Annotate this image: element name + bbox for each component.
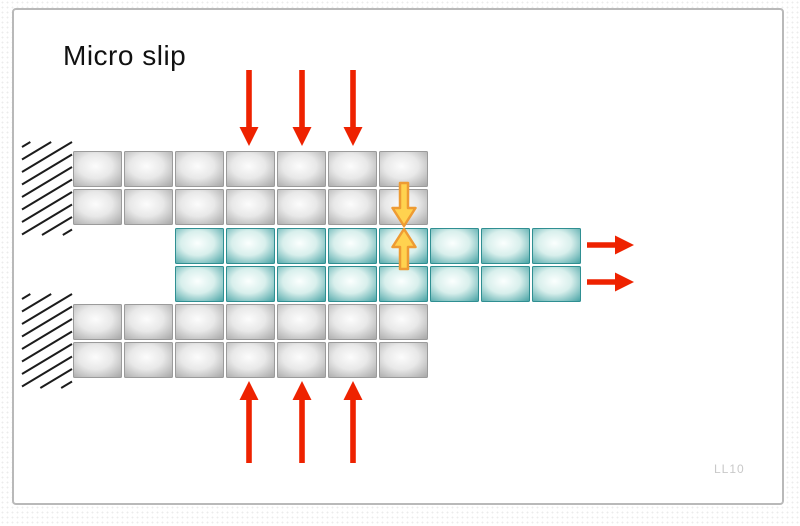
gray-cell bbox=[124, 304, 173, 340]
teal-cell bbox=[175, 228, 224, 264]
hatch-line bbox=[21, 153, 73, 186]
gray-cell bbox=[226, 304, 275, 340]
teal-cell bbox=[532, 228, 581, 264]
teal-cell bbox=[226, 266, 275, 302]
gray-cell bbox=[73, 342, 122, 378]
gray-cell bbox=[379, 342, 428, 378]
gray-cell bbox=[73, 189, 122, 225]
slide-number: LL10 bbox=[714, 462, 745, 476]
hatch-line bbox=[21, 305, 73, 338]
gray-cell bbox=[328, 151, 377, 187]
normal-force-arrow-down bbox=[343, 70, 363, 146]
hatch-line bbox=[21, 191, 73, 223]
hatch-line bbox=[21, 178, 73, 211]
wall-hatching-bottom bbox=[21, 293, 73, 389]
hatch-line bbox=[60, 380, 73, 389]
hatch-line bbox=[21, 141, 31, 148]
gray-cell bbox=[379, 304, 428, 340]
teal-cell bbox=[379, 266, 428, 302]
teal-cell bbox=[430, 228, 479, 264]
hatch-line bbox=[21, 318, 73, 350]
gray-cell bbox=[226, 189, 275, 225]
gray-cell bbox=[73, 304, 122, 340]
normal-force-arrow-up bbox=[292, 381, 312, 463]
hatch-line bbox=[21, 141, 52, 161]
teal-cell bbox=[481, 266, 530, 302]
hatch-line bbox=[41, 216, 73, 236]
slider-block bbox=[175, 228, 581, 302]
hatch-line bbox=[21, 166, 73, 198]
teal-cell bbox=[430, 266, 479, 302]
gray-cell bbox=[277, 304, 326, 340]
gray-cell bbox=[226, 151, 275, 187]
teal-cell bbox=[328, 228, 377, 264]
normal-force-arrow-up bbox=[343, 381, 363, 463]
wall-hatching-top bbox=[21, 141, 73, 236]
normal-force-arrow-up bbox=[239, 381, 259, 463]
gray-cell bbox=[328, 342, 377, 378]
gray-cell bbox=[328, 304, 377, 340]
teal-cell bbox=[481, 228, 530, 264]
gray-cell bbox=[226, 342, 275, 378]
slip-contact-arrow-up bbox=[391, 227, 417, 271]
gray-cell bbox=[175, 151, 224, 187]
upper-fixed-block bbox=[73, 151, 428, 225]
teal-cell bbox=[277, 228, 326, 264]
teal-cell bbox=[175, 266, 224, 302]
hatch-line bbox=[62, 228, 73, 236]
hatch-line bbox=[21, 203, 73, 236]
hatch-line bbox=[39, 368, 73, 389]
gray-cell bbox=[124, 151, 173, 187]
gray-cell bbox=[73, 151, 122, 187]
hatch-line bbox=[21, 293, 73, 325]
gray-cell bbox=[277, 342, 326, 378]
lower-fixed-block bbox=[73, 304, 428, 378]
gray-cell bbox=[277, 189, 326, 225]
teal-cell bbox=[328, 266, 377, 302]
gray-cell bbox=[328, 189, 377, 225]
gray-cell bbox=[124, 342, 173, 378]
hatch-line bbox=[21, 141, 73, 173]
hatch-line bbox=[21, 343, 73, 375]
gray-cell bbox=[277, 151, 326, 187]
gray-cell bbox=[175, 304, 224, 340]
hatch-line bbox=[21, 293, 52, 313]
gray-cell bbox=[379, 151, 428, 187]
gray-cell bbox=[124, 189, 173, 225]
normal-force-arrow-down bbox=[239, 70, 259, 146]
teal-cell bbox=[277, 266, 326, 302]
hatch-line bbox=[21, 355, 73, 388]
normal-force-arrow-down bbox=[292, 70, 312, 146]
slip-contact-arrow-down bbox=[391, 181, 417, 228]
hatch-line bbox=[21, 330, 73, 363]
teal-cell bbox=[226, 228, 275, 264]
slide-title: Micro slip bbox=[63, 40, 187, 71]
pull-force-arrow-right bbox=[587, 272, 634, 292]
hatch-line bbox=[21, 293, 31, 300]
pull-force-arrow-right bbox=[587, 235, 634, 255]
gray-cell bbox=[175, 189, 224, 225]
gray-cell bbox=[175, 342, 224, 378]
teal-cell bbox=[532, 266, 581, 302]
